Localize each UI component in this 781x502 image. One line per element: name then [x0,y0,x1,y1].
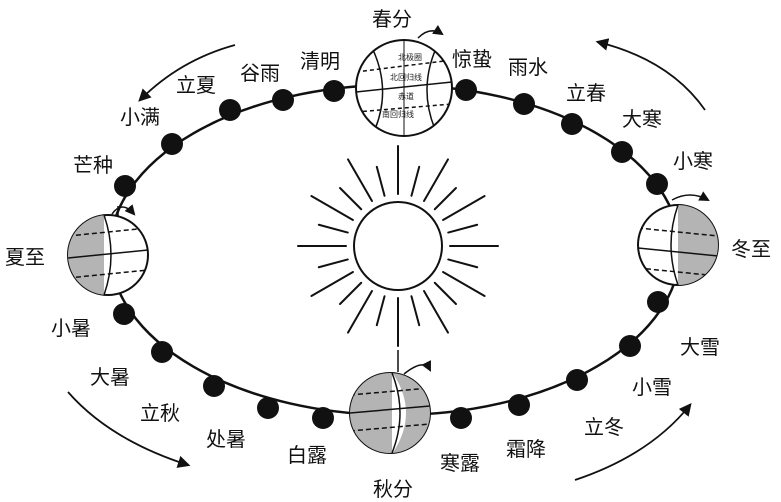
term-liqiu: 立秋 [140,401,180,425]
orbit-dot [455,79,477,101]
globe-summer-solstice [67,204,149,296]
sun-ray [375,295,386,327]
orbit-dot [646,173,668,195]
term-guyu: 谷雨 [240,61,280,85]
sun-ray [310,195,354,221]
orbit-dot [203,375,225,397]
sun-ray [423,290,449,334]
orbit-dot [566,369,588,391]
globe-spring-equinox: 北极圈 北回归线 赤道 南回归线 [355,24,453,137]
globe-note-tropic-capricorn: 南回归线 [382,109,414,119]
orbit-dot [508,394,530,416]
sun [297,145,499,347]
sun-ray [347,158,373,202]
sun-ray [442,271,486,297]
term-chushu: 处暑 [206,427,246,451]
sun-ray [433,281,457,305]
term-yushui: 雨水 [508,55,548,79]
arrow-bottom-right [574,403,692,481]
term-labels: 春分 惊蛰 雨水 立春 大寒 小寒 冬至 大雪 小雪 立冬 霜降 寒露 秋分 白… [5,7,771,501]
orbit-dot [151,341,173,363]
sun-ray [410,165,421,197]
term-daxue: 大雪 [680,335,720,359]
orbit-dots [113,79,669,429]
orbit-dot [611,141,633,163]
orbit-dot [113,303,135,325]
term-lidong: 立冬 [584,415,624,439]
sun-ray [317,258,349,269]
term-dongzhi: 冬至 [731,237,771,261]
term-dahan: 大寒 [622,107,662,131]
sun-disk [353,201,443,291]
orbit-dot [513,93,535,115]
orbit-dot [647,291,669,313]
sun-ray [317,223,349,234]
sun-ray [447,223,479,234]
orbit-dot [257,397,279,419]
term-qiufen: 秋分 [373,477,413,501]
term-bailu: 白露 [287,443,327,467]
term-lichun: 立春 [566,81,606,105]
sun-rays [297,145,499,347]
term-shuangjiang: 霜降 [506,437,546,461]
term-xiaoxue: 小雪 [632,375,672,399]
sun-ray [347,290,373,334]
term-jingzhe: 惊蛰 [452,47,492,71]
globe-winter-solstice [637,191,719,286]
sun-ray [375,165,386,197]
globe-autumn-equinox [349,350,431,454]
term-xiaoman: 小满 [120,105,160,129]
sun-ray [433,187,457,211]
arrow-top-right [595,38,706,111]
sun-ray [339,187,363,211]
sun-ray [339,281,363,305]
globe-note-equator: 赤道 [398,91,414,101]
arrow-bottom-left [67,391,191,468]
term-xiaohan: 小寒 [673,149,713,173]
term-xiaoshu: 小暑 [51,316,91,340]
globe-note-tropic-cancer: 北回归线 [390,72,422,82]
term-lixia: 立夏 [176,73,216,97]
sun-ray [310,271,354,297]
orbit-dot [219,99,241,121]
term-xiazhi: 夏至 [5,245,45,269]
orbit-dot [312,407,334,429]
sun-ray [410,295,421,327]
term-dashu: 大暑 [90,365,130,389]
term-mangzhong: 芒种 [73,153,113,177]
orbit-dot [161,133,183,155]
orbit-dot [450,407,472,429]
sun-ray [442,195,486,221]
arrow-top-left [138,44,236,102]
sun-ray [423,158,449,202]
orbit-dot [561,113,583,135]
globe-note-arctic-circle: 北极圈 [398,52,422,62]
term-hanlu: 寒露 [440,451,480,475]
orbit-dot [619,335,641,357]
term-qingming: 清明 [300,49,340,73]
revolution-direction-arrows [67,38,706,481]
orbit-dot [114,175,136,197]
term-chunfen: 春分 [372,7,412,31]
orbit-dot [323,80,345,102]
sun-ray [447,258,479,269]
orbit-dot [272,89,294,111]
